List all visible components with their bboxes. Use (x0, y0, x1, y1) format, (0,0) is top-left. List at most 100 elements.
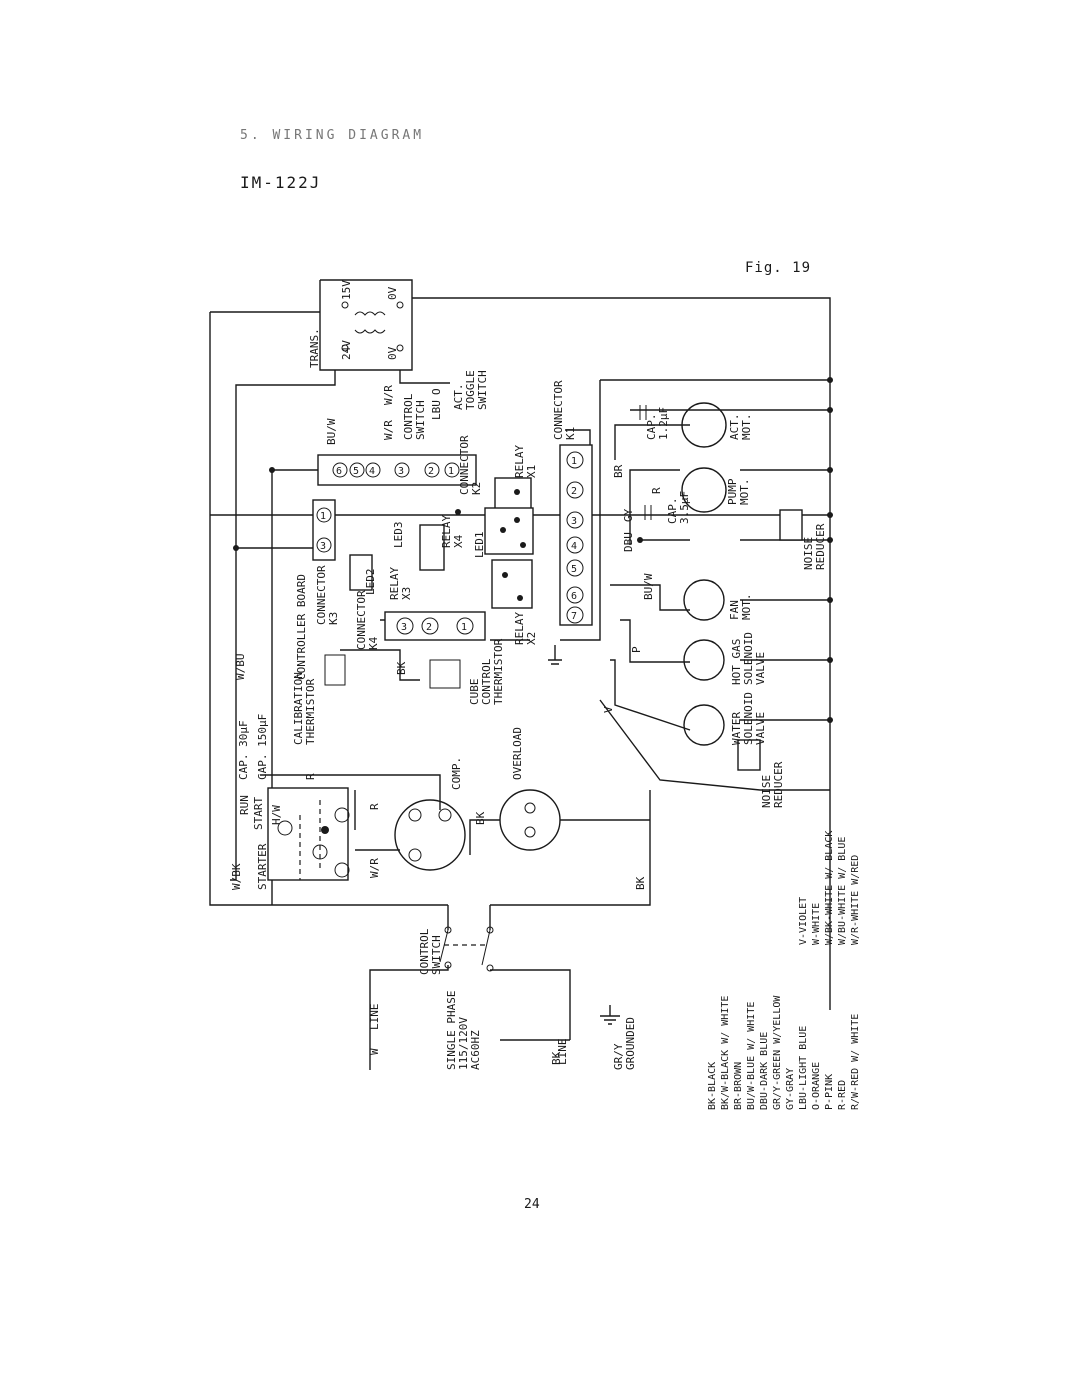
water-label-3: VALVE (754, 712, 767, 745)
noise2-label-1: NOISE (760, 775, 773, 808)
w-bu-label: W/BU (234, 654, 247, 681)
noise1-label-2: REDUCER (814, 523, 827, 570)
ctrl-sw-label-1: CONTROL (418, 928, 431, 975)
legend-item: GR/Y-GREEN W/YELLOW (772, 995, 783, 1110)
connector-k2-block: 6 5 4 3 2 1 (317, 454, 477, 486)
svg-text:1: 1 (320, 511, 326, 522)
relay-x1-label-2: X1 (525, 465, 538, 478)
hw-label: H/W (270, 805, 283, 825)
phase-label-3: AC60HZ (469, 1030, 482, 1070)
legend-item: P-PINK (824, 1074, 835, 1110)
connector-k4-label-1: CONNECTOR (355, 590, 368, 650)
cube-label-3: THERMISTOR (492, 638, 505, 705)
dbu-label: DBU (622, 532, 635, 552)
connector-k1-label-2: K1 (564, 427, 577, 440)
bk-line-label: BK (550, 1051, 563, 1065)
control-switch-label-1: CONTROL (402, 393, 415, 440)
svg-text:6: 6 (571, 591, 577, 602)
bu-w-label-2: BU/W (642, 573, 655, 600)
legend-item: BR-BROWN (733, 1062, 744, 1110)
w-line-label: W (368, 1048, 381, 1055)
relay-x4-label-2: X4 (452, 534, 465, 548)
legend-item: GY-GRAY (785, 1068, 796, 1110)
legend-item: W-WHITE (811, 903, 822, 945)
legend-item: O-ORANGE (811, 1062, 822, 1110)
phase-label-1: SINGLE PHASE (445, 991, 458, 1070)
component-labels: TRANS. 15V 0V 24V 0V BU/W W/R W/R CONTRO… (230, 280, 827, 1070)
gr-label-2: GROUNDED (624, 1017, 637, 1070)
svg-text:6: 6 (336, 466, 342, 477)
starter-relay-box (267, 787, 350, 881)
connector-k4-block: 3 2 1 (324, 611, 486, 689)
v0a-label: 0V (386, 286, 399, 300)
legend-item: LBU-LIGHT BLUE (798, 1026, 809, 1110)
relay-x3-label-1: RELAY (388, 567, 401, 600)
led2-label: LED2 (364, 569, 377, 596)
bk-wire-label: BK (395, 661, 408, 675)
svg-text:2: 2 (426, 622, 432, 633)
cube-label-1: CUBE (468, 679, 481, 706)
svg-text:1: 1 (571, 456, 577, 467)
svg-text:3: 3 (401, 622, 407, 633)
overload-symbol (499, 789, 561, 851)
relay-x2-label-1: RELAY (513, 612, 526, 645)
legend-item: W/BK-WHITE W/ BLACK (824, 831, 835, 945)
cap12-label-1: CAP. (645, 414, 658, 441)
control-switch (439, 926, 494, 972)
svg-text:3: 3 (571, 516, 577, 527)
relay-blocks (349, 477, 534, 609)
legend-item: R-RED (837, 1080, 848, 1110)
connector-k1-label-1: CONNECTOR (552, 380, 565, 440)
relay-x3-label-2: X3 (400, 587, 413, 600)
bu-w-top-label: BU/W (325, 418, 338, 445)
svg-text:2: 2 (428, 466, 434, 477)
v0b-label: 0V (386, 346, 399, 360)
cap35-label-2: 3.5µF (678, 491, 691, 524)
r-label-1: R (304, 773, 317, 780)
hotgas-label-1: HOT GAS (730, 639, 743, 685)
connector-k4-label-2: K4 (367, 636, 380, 650)
water-label-1: WATER (730, 712, 743, 745)
act-toggle-label-2: TOGGLE (464, 370, 477, 410)
act-toggle-label-1: ACT. (452, 384, 465, 411)
legend-item: DBU-DARK BLUE (759, 1032, 770, 1110)
br-label: BR (612, 464, 625, 478)
svg-text:4: 4 (369, 466, 375, 477)
water-label-2: SOLENOID (742, 692, 755, 745)
legend-item: V-VIOLET (798, 897, 809, 945)
legend-item: R/W-RED W/ WHITE (850, 1014, 861, 1110)
svg-text:4: 4 (571, 541, 577, 552)
relay-x1-label-1: RELAY (513, 445, 526, 478)
figure-label: Fig. 19 (745, 260, 812, 276)
w-r-label-2: W/R (382, 420, 395, 440)
pump-label-1: PUMP (726, 478, 739, 505)
hotgas-label-2: SOLENOID (742, 632, 755, 685)
comp-label: COMP. (450, 757, 463, 790)
gy-label: GY (622, 508, 635, 522)
section-heading: 5. WIRING DIAGRAM (240, 128, 425, 143)
legend-item: W/R-WHITE W/RED (850, 855, 861, 945)
svg-text:7: 7 (571, 611, 577, 622)
connector-k3-label-2: K3 (327, 612, 340, 625)
calibration-label-2: THERMISTOR (304, 678, 317, 745)
svg-text:3: 3 (398, 466, 404, 477)
led3-label: LED3 (392, 522, 405, 549)
w-bk-label: W/BK (230, 863, 243, 890)
r-label-2: R (368, 803, 381, 810)
relay-x4-label-1: RELAY (440, 515, 453, 548)
p-label: P (630, 646, 643, 653)
cap12-label-2: 1.2µF (657, 407, 670, 440)
calibration-label-1: CALIBRATION (292, 672, 305, 745)
junction-dots (233, 377, 833, 723)
line-label-1: LINE (368, 1004, 381, 1031)
v15-label: 15V (340, 280, 353, 300)
hotgas-label-3: VALVE (754, 652, 767, 685)
lbu-label: LBU (430, 400, 443, 420)
r-label-3: R (650, 487, 663, 494)
svg-text:2: 2 (571, 486, 577, 497)
w-r-label-3: W/R (368, 858, 381, 878)
cap30-label: CAP. 30µF (237, 720, 250, 780)
connector-k1-block: 1 2 3 4 5 6 7 (559, 444, 593, 626)
run-label: RUN (238, 795, 251, 815)
